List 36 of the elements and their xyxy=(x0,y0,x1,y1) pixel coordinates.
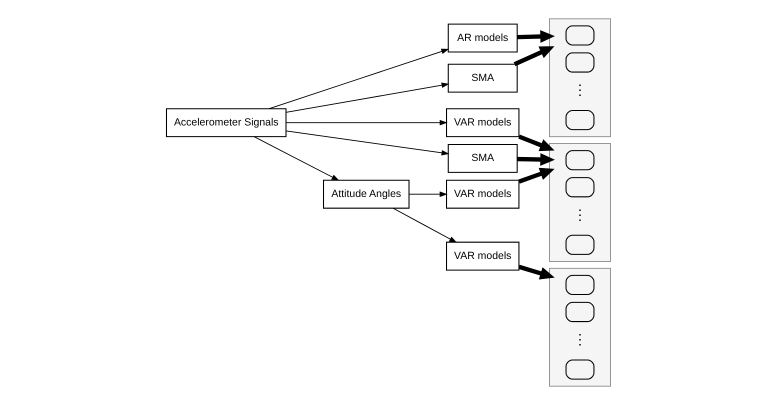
arrow xyxy=(268,48,449,110)
arrow xyxy=(285,130,449,156)
node-box: Accelerometer Signals xyxy=(165,108,286,138)
arrow xyxy=(516,153,554,166)
arrow xyxy=(518,134,554,152)
node-box: VAR models xyxy=(446,242,519,271)
label: ⋮ xyxy=(572,206,586,222)
node-box xyxy=(565,234,594,255)
label: ⋮ xyxy=(572,82,586,98)
node-box xyxy=(565,25,594,46)
node-box: AR models xyxy=(447,24,518,53)
node-box xyxy=(565,110,594,130)
node-box xyxy=(565,359,594,380)
arrow xyxy=(285,82,449,113)
cluster xyxy=(548,268,610,387)
node-box xyxy=(565,52,594,73)
arrow xyxy=(516,30,554,43)
cluster xyxy=(548,18,610,138)
node-box xyxy=(565,150,594,170)
node-box xyxy=(565,274,594,296)
arrow xyxy=(518,264,554,280)
node-box xyxy=(565,302,594,322)
arrow xyxy=(285,120,448,126)
arrow xyxy=(513,46,554,66)
node-box: VAR models xyxy=(446,180,519,209)
node-box: SMA xyxy=(447,64,518,93)
arrow xyxy=(518,168,554,184)
node-box xyxy=(565,177,594,198)
arrow xyxy=(253,136,339,181)
node-box: Attitude Angles xyxy=(322,180,410,209)
label: ⋮ xyxy=(572,331,586,348)
arrow xyxy=(408,191,448,197)
node-box: VAR models xyxy=(446,108,519,138)
node-box: SMA xyxy=(447,144,518,173)
cluster xyxy=(548,143,610,262)
arrow xyxy=(392,208,457,243)
